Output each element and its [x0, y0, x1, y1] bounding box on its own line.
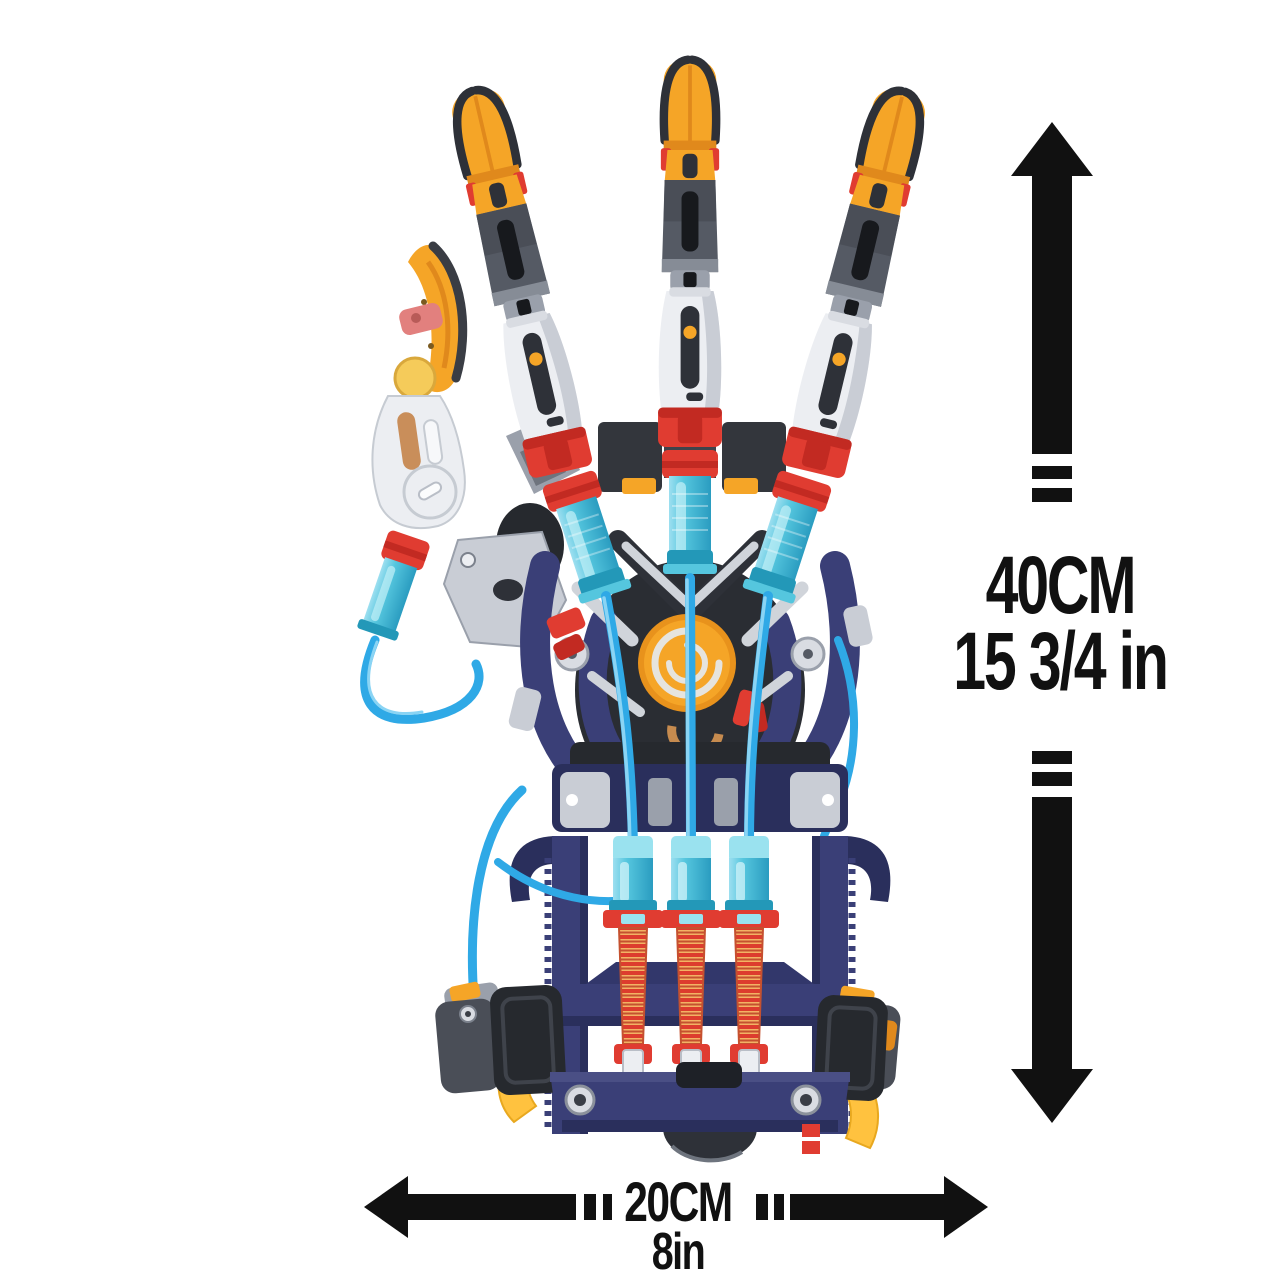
width-metric-label: 20CM	[624, 1170, 733, 1233]
width-dimension-annotation	[364, 1176, 988, 1238]
height-imperial-label: 15 3/4 in	[953, 616, 1169, 707]
hydraulic-tubes	[494, 573, 773, 906]
thumb	[371, 241, 468, 530]
width-imperial-label: 8in	[651, 1223, 706, 1280]
left-side-clamp	[435, 981, 566, 1124]
width-dimension-label: 20CM 8in	[528, 1170, 828, 1280]
height-dimension-label: 40CM 15 3/4 in	[900, 540, 1220, 707]
left-right-arrow-icon	[364, 1176, 988, 1238]
middle-finger	[658, 60, 722, 447]
down-arrow-icon	[1011, 751, 1093, 1123]
height-metric-label: 40CM	[985, 540, 1137, 631]
index-finger	[442, 83, 593, 479]
thumb-syringe	[357, 530, 484, 724]
up-arrow-icon	[1011, 122, 1093, 502]
height-dimension-annotation-lower	[1011, 751, 1093, 1123]
wrist-band	[552, 742, 848, 832]
forearm-syringes	[602, 835, 780, 1087]
base-plate	[550, 1062, 850, 1163]
height-dimension-annotation	[1011, 122, 1093, 502]
ring-finger	[781, 84, 935, 480]
